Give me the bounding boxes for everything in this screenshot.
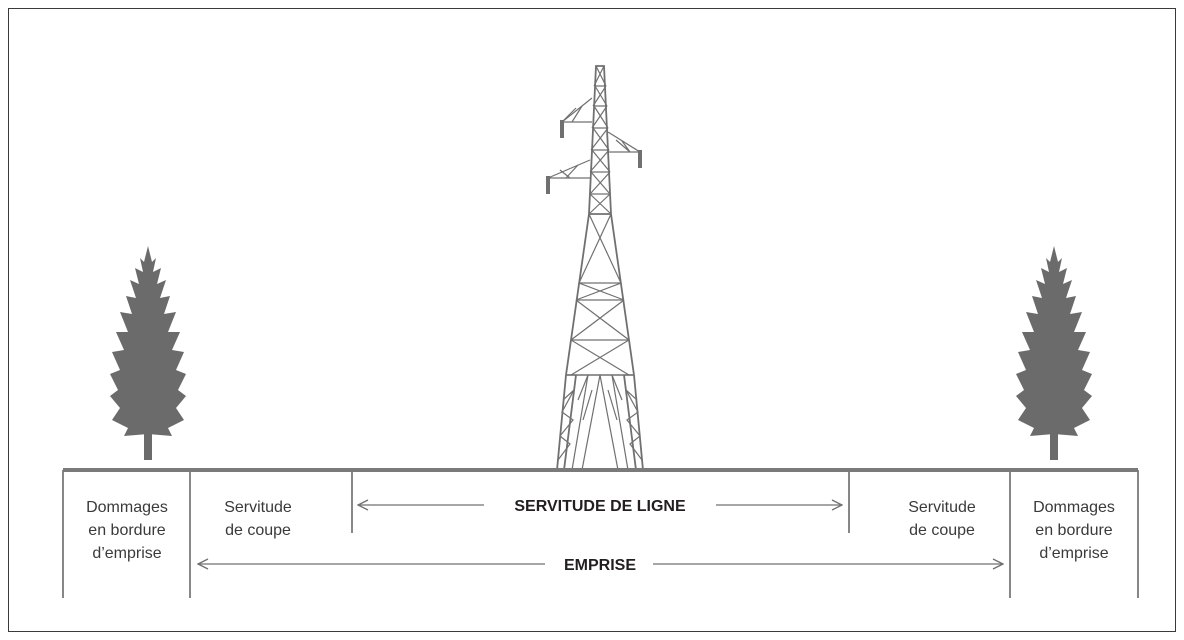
tree-icon-left	[110, 246, 186, 460]
right-damage-line-2: en bordure	[1035, 522, 1112, 539]
figure-frame	[8, 8, 1176, 632]
left-damage-line-1: Dommages	[86, 499, 168, 516]
left-cut-line-2: de coupe	[225, 522, 291, 539]
left-damage-line-3: d’emprise	[92, 545, 161, 562]
right-of-way-label: EMPRISE	[564, 557, 636, 574]
left-damage-line-2: en bordure	[88, 522, 165, 539]
tree-icon-right	[1016, 246, 1092, 460]
right-cut-line-1: Servitude	[908, 499, 976, 516]
pylon-icon	[546, 65, 644, 471]
right-cut-line-2: de coupe	[909, 522, 975, 539]
zone-dividers	[62, 470, 1139, 598]
right-damage-line-3: d’emprise	[1039, 545, 1108, 562]
left-cut-line-1: Servitude	[224, 499, 292, 516]
right-damage-line-1: Dommages	[1033, 499, 1115, 516]
line-easement-label: SERVITUDE DE LIGNE	[514, 498, 686, 515]
